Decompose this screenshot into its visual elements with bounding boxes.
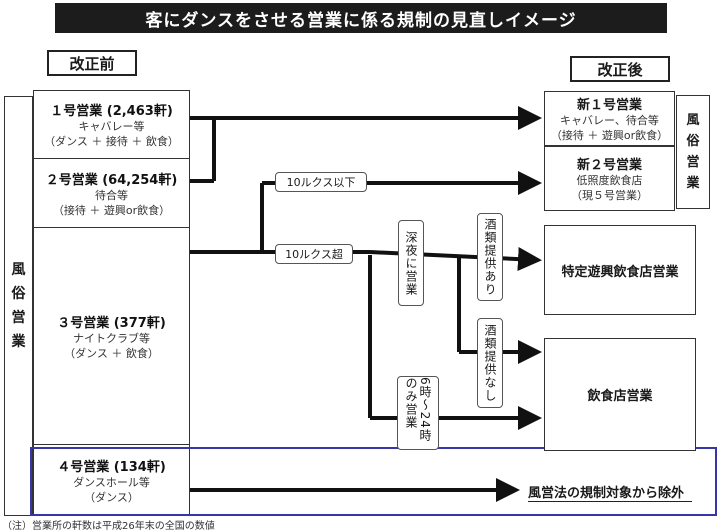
item-title: １号営業 (2,463軒): [50, 104, 173, 119]
after-restaurant: 飲食店営業: [544, 338, 696, 451]
box-title: 新２号営業: [576, 158, 642, 173]
right-side-label: 風 俗 営 業: [676, 95, 710, 209]
item-line: ダンスホール等: [73, 475, 150, 489]
box-line: （現５号営業）: [571, 189, 648, 202]
condition-lux-below: 10ルクス以下: [275, 172, 367, 192]
box-title: 飲食店営業: [587, 389, 653, 404]
item-title: ２号営業 (64,254軒): [45, 172, 178, 188]
condition-hours-only: 6時～24時のみ営業: [397, 376, 439, 450]
excluded-label: 風営法の規制対象から除外: [528, 482, 692, 502]
after-new1: 新１号営業 キャバレー、待合等 （接待 ＋ 遊興or飲食）: [544, 91, 675, 146]
right-side-char: 業: [686, 176, 700, 191]
item-line: （ダンス）: [84, 490, 139, 504]
right-side-char: 俗: [686, 134, 700, 149]
arrow-lux-above-to-special: [369, 247, 542, 272]
condition-lux-above: 10ルクス超: [275, 244, 353, 264]
left-side-char: 俗: [11, 286, 26, 302]
before-item-1: １号営業 (2,463軒) キャバレー等 （ダンス ＋ 接待 ＋ 飲食）: [33, 90, 190, 159]
right-side-char: 風: [686, 113, 700, 128]
left-side-char: 風: [11, 262, 26, 278]
box-line: キャバレー、待合等: [560, 114, 659, 127]
condition-alcohol-yes: 酒類提供あり: [477, 213, 503, 301]
condition-alcohol-no: 酒類提供なし: [477, 318, 503, 408]
before-item-4: ４号営業 (134軒) ダンスホール等 （ダンス）: [33, 444, 190, 516]
box-line: （接待 ＋ 遊興or飲食）: [550, 129, 669, 142]
item-line: 待合等: [95, 188, 128, 202]
footnote: （注）営業所の軒数は平成26年末の全国の数値: [2, 521, 215, 532]
item-title: ４号営業 (134軒): [57, 459, 166, 475]
item-line: ナイトクラブ等: [73, 331, 150, 345]
left-side-label: 風 俗 営 業: [4, 96, 33, 516]
item-line: キャバレー等: [78, 120, 145, 133]
after-special: 特定遊興飲食店営業: [544, 225, 696, 315]
right-side-char: 営: [686, 155, 700, 170]
box-title: 新１号営業: [576, 98, 642, 113]
item-line: （ダンス ＋ 飲食）: [64, 346, 159, 360]
after-header: 改正後: [570, 56, 670, 82]
box-title: 特定遊興飲食店営業: [561, 264, 679, 280]
exclusion-highlight: [30, 447, 717, 516]
left-side-char: 営: [11, 310, 26, 326]
after-new2: 新２号営業 低照度飲食店 （現５号営業）: [544, 146, 675, 211]
item-line: （ダンス ＋ 接待 ＋ 飲食）: [44, 135, 179, 148]
box-line: 低照度飲食店: [576, 174, 643, 187]
condition-late-night: 深夜に営業: [398, 220, 424, 306]
left-side-char: 業: [11, 334, 26, 350]
before-item-3: ３号営業 (377軒) ナイトクラブ等 （ダンス ＋ 飲食）: [33, 227, 190, 445]
item-title: ３号営業 (377軒): [57, 315, 166, 331]
before-header: 改正前: [47, 50, 137, 76]
page-title: 客にダンスをさせる営業に係る規制の見直しイメージ: [55, 3, 667, 33]
item-line: （接待 ＋ 遊興or飲食）: [52, 203, 171, 217]
